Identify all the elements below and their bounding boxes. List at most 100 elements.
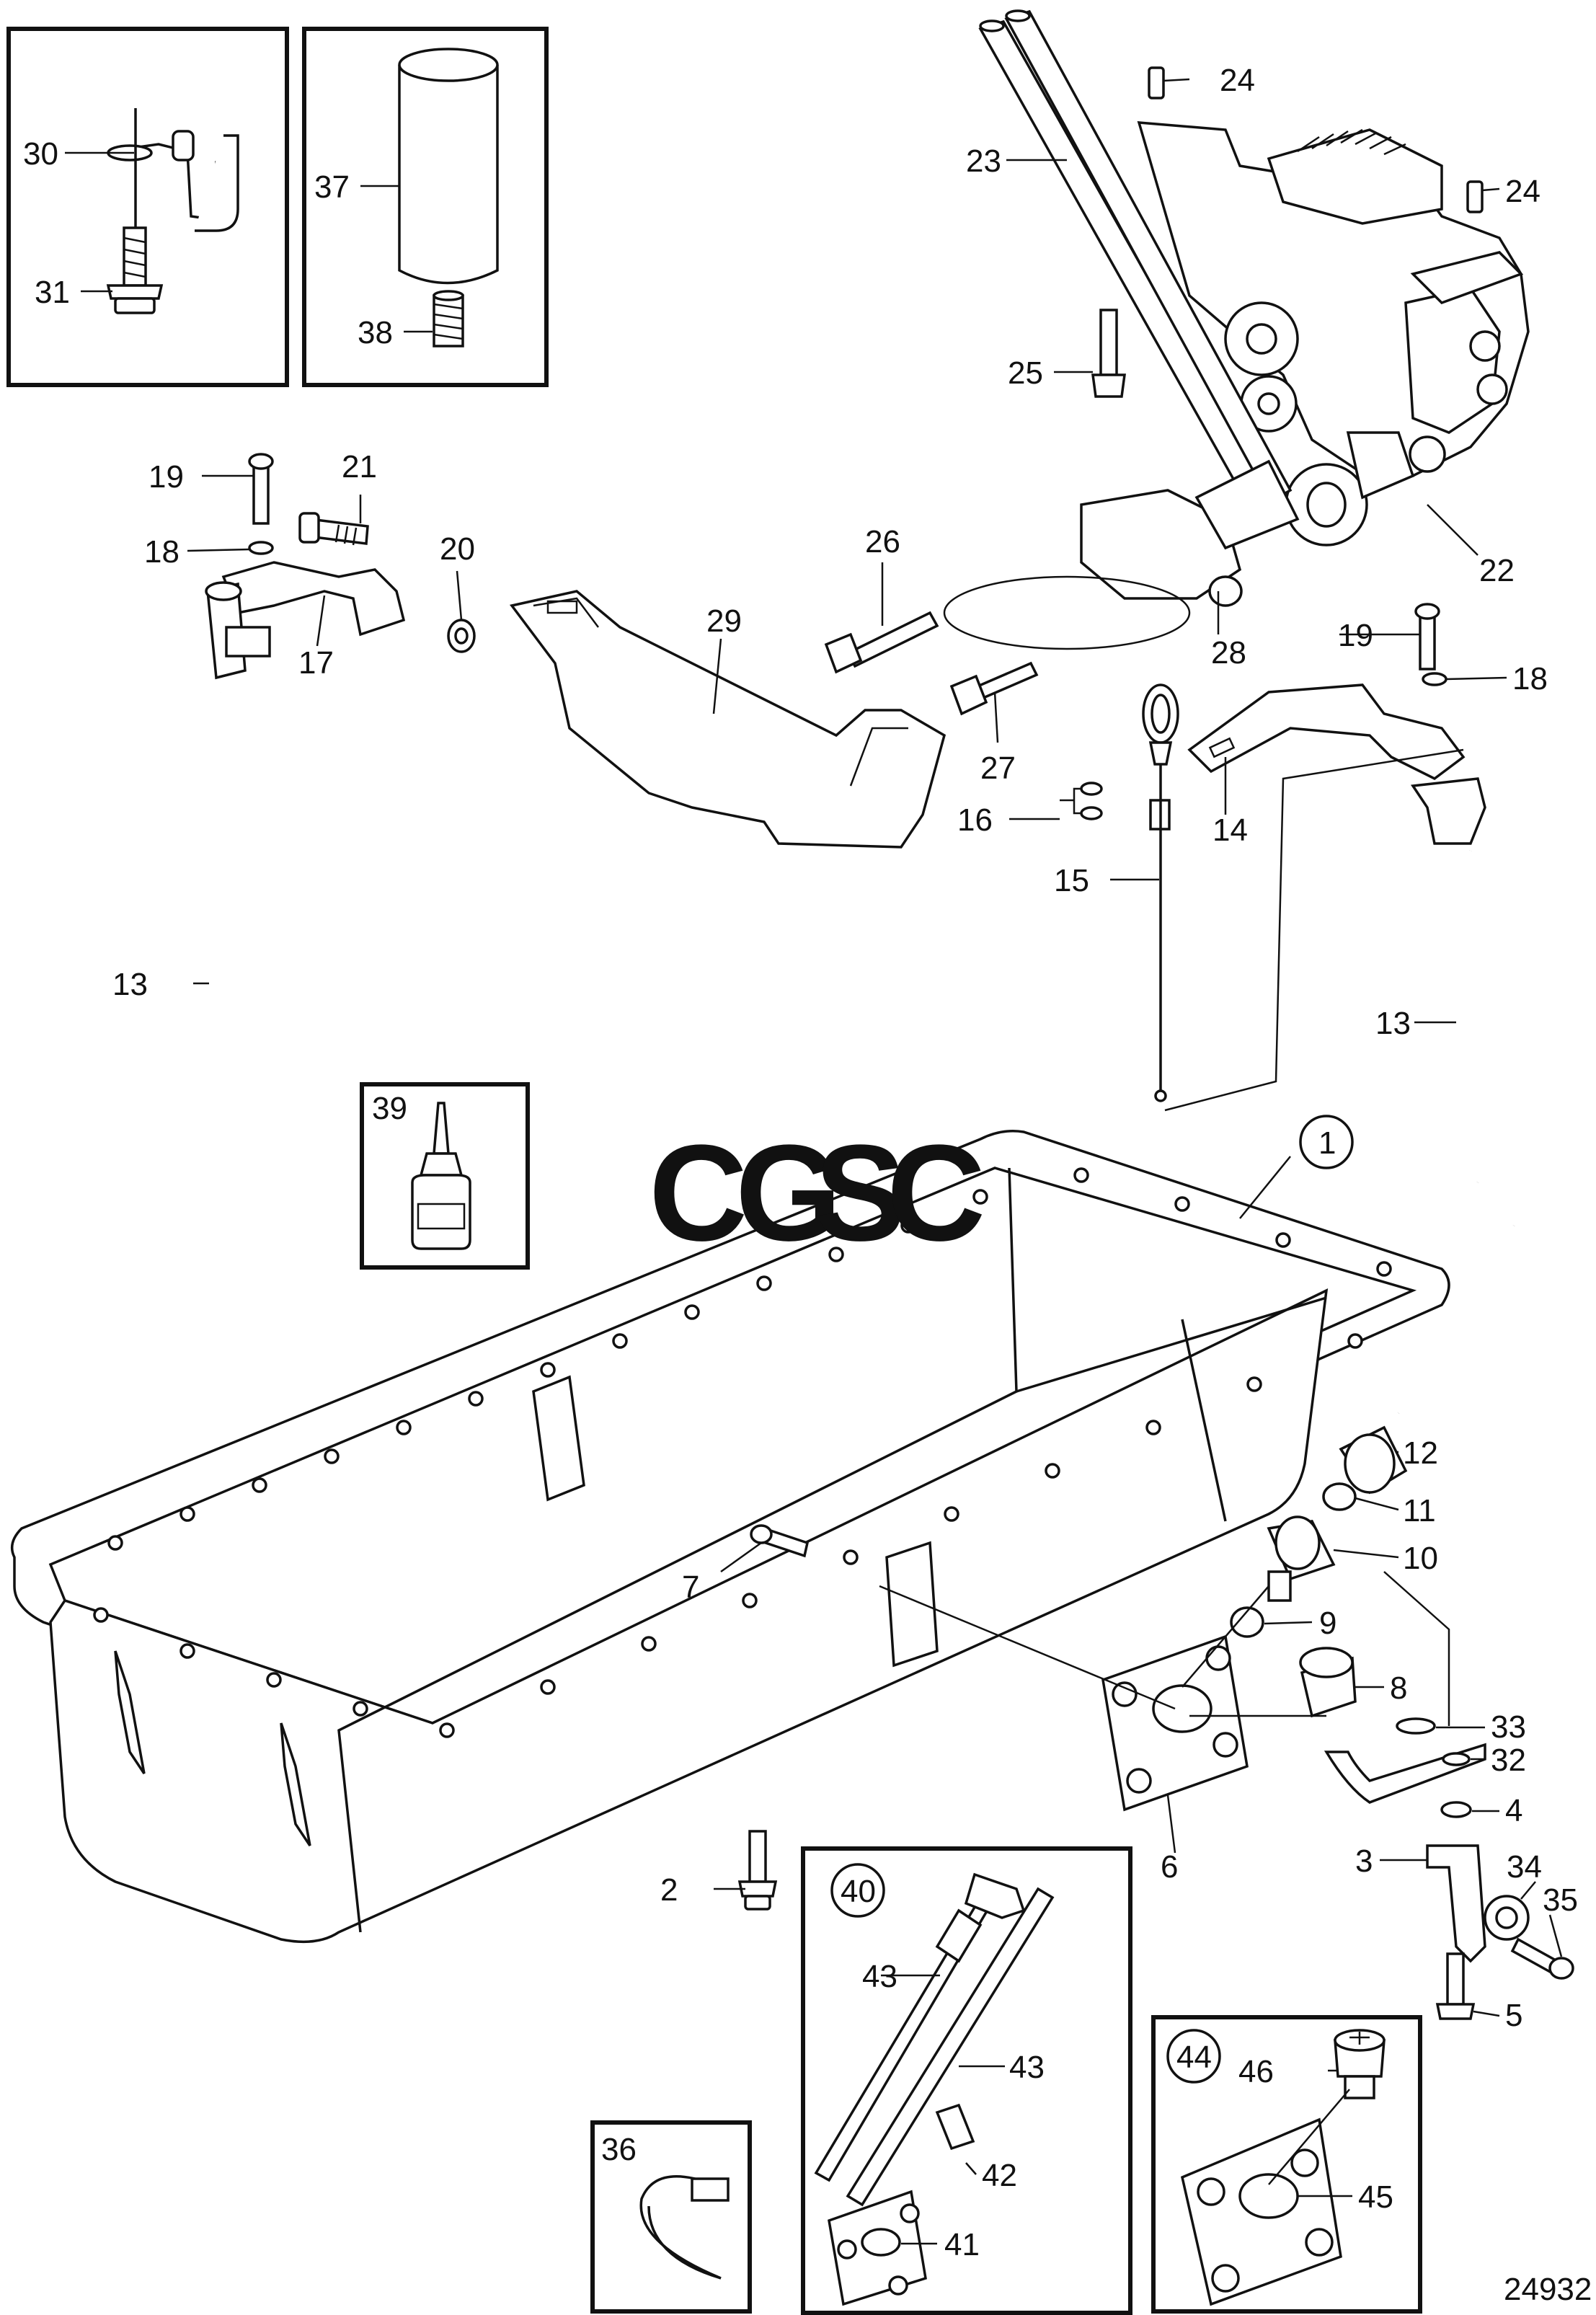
logo-letter-c-2: C xyxy=(887,1117,985,1270)
label-18-right: 18 xyxy=(1512,661,1548,696)
label-13-right: 13 xyxy=(1375,1006,1411,1041)
label-8: 8 xyxy=(1390,1670,1407,1706)
label-14: 14 xyxy=(1212,813,1248,848)
label-21: 21 xyxy=(342,449,377,484)
inset-box-39 xyxy=(360,1082,530,1270)
cable-tie-part-36 xyxy=(639,2175,730,2280)
pin-part-24-top xyxy=(1148,66,1165,99)
label-12: 12 xyxy=(1403,1435,1438,1471)
adapter-part-10 xyxy=(1267,1515,1336,1602)
label-27: 27 xyxy=(980,751,1016,786)
cover-plate-part-6 xyxy=(1101,1634,1249,1812)
label-3: 3 xyxy=(1355,1843,1373,1879)
drawing-number: 24932 xyxy=(1504,2272,1592,2307)
bolt-part-5 xyxy=(1435,1952,1476,2020)
label-23: 23 xyxy=(966,143,1001,179)
label-46: 46 xyxy=(1238,2054,1274,2089)
label-7: 7 xyxy=(682,1570,699,1605)
label-10: 10 xyxy=(1403,1541,1438,1576)
sealant-bottle-part-39 xyxy=(411,1102,471,1250)
label-42: 42 xyxy=(982,2158,1017,2193)
label-24-right: 24 xyxy=(1505,174,1540,209)
washer-part-18-left xyxy=(248,541,274,555)
label-32: 32 xyxy=(1491,1743,1526,1778)
label-24-top: 24 xyxy=(1220,63,1255,98)
logo-letter-s: S xyxy=(815,1117,906,1270)
label-13-left: 13 xyxy=(112,967,148,1002)
bolt-part-19-right xyxy=(1414,603,1440,670)
nipple-part-38 xyxy=(433,290,464,348)
label-20: 20 xyxy=(440,531,475,567)
union-part-12 xyxy=(1339,1425,1408,1495)
label-34: 34 xyxy=(1507,1849,1542,1885)
label-29: 29 xyxy=(706,603,742,639)
label-44: 44 xyxy=(1176,2040,1212,2075)
oil-pan-part-1 xyxy=(10,1130,1450,1944)
label-16: 16 xyxy=(957,802,993,838)
label-37: 37 xyxy=(314,169,350,205)
label-1: 1 xyxy=(1318,1125,1336,1161)
pipe-part-13-right xyxy=(1393,850,1521,1418)
label-4: 4 xyxy=(1505,1793,1522,1828)
label-43-top: 43 xyxy=(862,1959,897,1994)
label-41: 41 xyxy=(944,2227,980,2262)
label-9: 9 xyxy=(1319,1606,1336,1641)
bracket-part-30 xyxy=(107,130,239,232)
label-31: 31 xyxy=(35,275,70,310)
bracket-part-14 xyxy=(1187,683,1486,845)
logo-letter-c: C xyxy=(649,1117,748,1270)
callout-circle-44 xyxy=(1166,2029,1221,2084)
bracket-part-29 xyxy=(509,590,946,849)
nut-part-11 xyxy=(1322,1482,1357,1511)
seal-ring-part-9 xyxy=(1230,1606,1264,1638)
tube-set-part-40 xyxy=(814,1872,1055,2306)
inset-box-40 xyxy=(801,1846,1132,2315)
bracket-part-3 xyxy=(1426,1844,1486,1963)
label-17: 17 xyxy=(298,645,334,681)
bracket-part-17 xyxy=(205,561,406,680)
label-33: 33 xyxy=(1491,1709,1526,1745)
callout-circle-1 xyxy=(1299,1115,1354,1169)
label-35: 35 xyxy=(1543,1882,1578,1918)
bolt-part-2 xyxy=(737,1830,778,1911)
label-30: 30 xyxy=(23,136,58,172)
label-39: 39 xyxy=(372,1091,407,1126)
bolt-part-19-left xyxy=(248,453,274,525)
label-38: 38 xyxy=(358,315,393,350)
inset-box-30-31 xyxy=(6,27,289,387)
suction-pipe-part-23 xyxy=(943,9,1300,650)
bolt-part-35 xyxy=(1510,1937,1574,1980)
bolt-part-26 xyxy=(824,611,939,674)
plug-part-8 xyxy=(1299,1647,1357,1718)
label-28: 28 xyxy=(1211,635,1246,670)
label-15: 15 xyxy=(1054,863,1089,898)
label-36: 36 xyxy=(601,2132,637,2167)
label-11: 11 xyxy=(1403,1493,1436,1528)
strap-part-32 xyxy=(1324,1743,1486,1804)
inset-box-44 xyxy=(1151,2015,1422,2314)
bolt-part-7 xyxy=(750,1524,810,1558)
leader-lines xyxy=(65,78,1563,2245)
label-45: 45 xyxy=(1358,2179,1393,2215)
label-43-bottom: 43 xyxy=(1009,2050,1045,2085)
label-2: 2 xyxy=(660,1872,678,1908)
pipe-part-13-left xyxy=(141,691,293,1462)
label-19-right: 19 xyxy=(1338,618,1373,653)
o-rings-part-16 xyxy=(1080,782,1103,820)
washer-part-20 xyxy=(447,619,476,653)
pin-part-24-right xyxy=(1466,180,1484,213)
label-5: 5 xyxy=(1505,1998,1522,2033)
label-26: 26 xyxy=(865,524,900,559)
cover-plate-part-45 xyxy=(1180,2117,1342,2306)
washer-part-33 xyxy=(1396,1717,1436,1735)
bolt-part-31 xyxy=(106,226,164,314)
part-number-labels: 1 2 3 4 5 6 7 8 9 10 11 12 13 13 14 15 1… xyxy=(23,63,1592,2307)
cgsc-watermark-logo: C G S C xyxy=(649,1117,985,1270)
label-25: 25 xyxy=(1008,355,1043,391)
callout-circle-40 xyxy=(830,1863,885,1918)
bolt-part-21 xyxy=(298,512,369,546)
label-22: 22 xyxy=(1479,553,1515,588)
oil-pump-part-22 xyxy=(1137,121,1530,546)
bolt-part-27 xyxy=(949,661,1039,716)
